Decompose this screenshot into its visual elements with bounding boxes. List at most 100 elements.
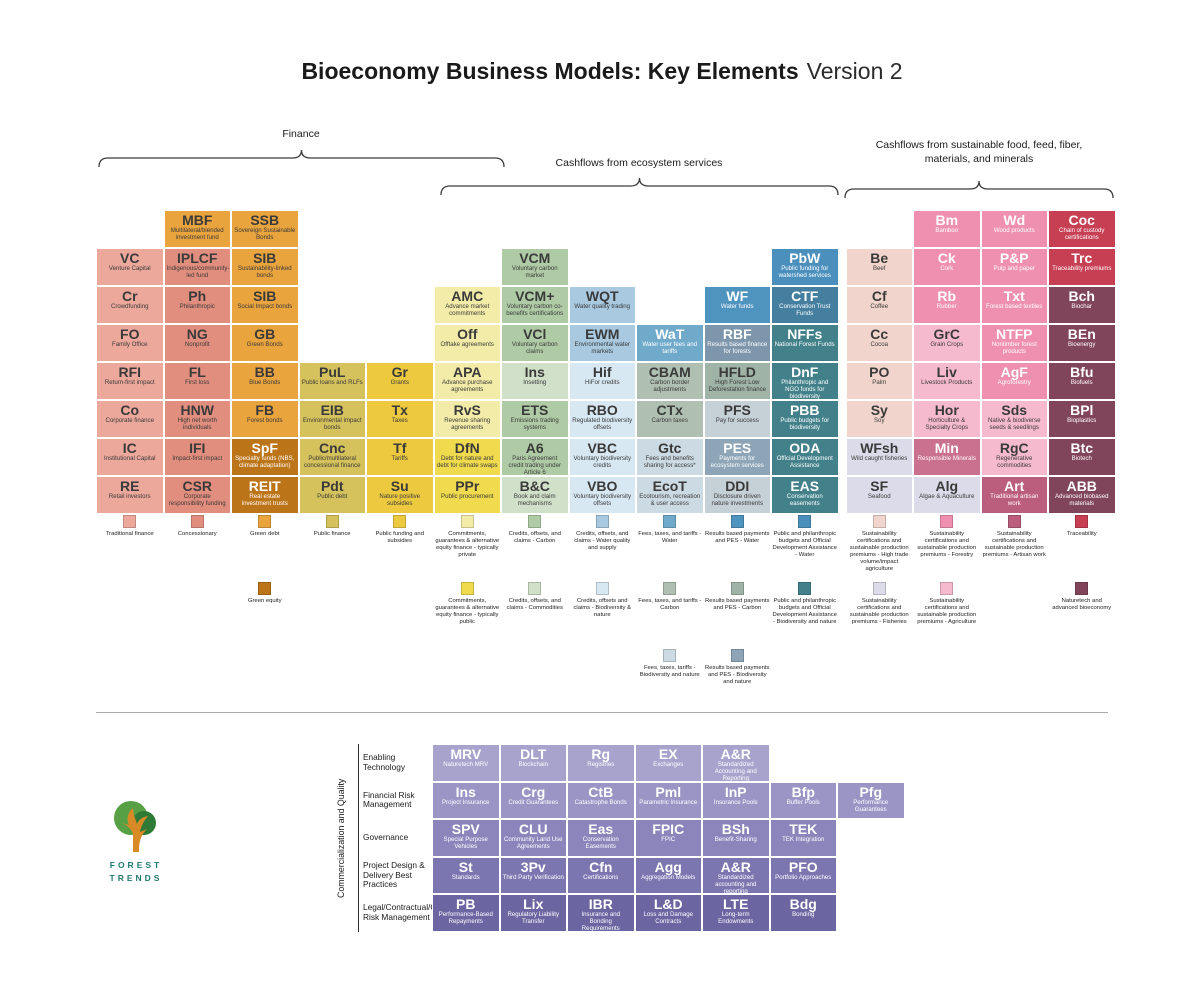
legend-swatch: [730, 515, 744, 528]
tile-label: Regenerative commodities: [996, 455, 1033, 469]
tile-label: Responsible Minerals: [917, 455, 976, 462]
legend-item: Traditional finance: [97, 515, 163, 538]
legend-swatch: [663, 582, 677, 595]
tile-symbol: RgC: [999, 440, 1029, 456]
title-version: Version 2: [806, 58, 903, 84]
tile-symbol: BEn: [1067, 326, 1096, 342]
tile-symbol: Min: [934, 440, 959, 456]
tile-symbol: PFO: [788, 858, 818, 875]
tile-label: Advanced biobased materials: [1054, 493, 1109, 507]
tile-label: Forest bonds: [246, 417, 283, 424]
tile-symbol: PBB: [789, 402, 820, 418]
tile-symbol: Agg: [654, 858, 682, 875]
tile-symbol: ETS: [521, 402, 549, 418]
tile-label: Insurance Pools: [713, 798, 758, 806]
legend-swatch: [460, 582, 474, 595]
legend-swatch: [798, 582, 812, 595]
tile-label: Exchanges: [653, 761, 684, 768]
tile-label: Voluntary biodiversity offsets: [573, 493, 632, 507]
tile-label: Buffer Pools: [786, 798, 820, 806]
tile-symbol: EWM: [585, 326, 620, 342]
tile-symbol: Coc: [1068, 212, 1095, 228]
legend-swatch: [1075, 515, 1089, 528]
tile-symbol: EcoT: [652, 478, 687, 494]
legend-swatch: [872, 582, 886, 595]
legend-swatch: [730, 582, 744, 595]
section-divider: [96, 712, 1108, 713]
tile-symbol: L&D: [653, 896, 683, 913]
tile-symbol: A&R: [720, 746, 751, 762]
tile-label: HiFor credits: [584, 379, 620, 386]
logo-text-line2: TRENDS: [109, 872, 163, 883]
tile-symbol: WQT: [585, 288, 619, 304]
tile-label: Horticulture & Specialty Crops: [925, 417, 969, 431]
legend-item: Credits, offsets and claims - Biodiversi…: [569, 582, 635, 619]
tile-symbol: Txt: [1003, 288, 1025, 304]
tile-symbol: MBF: [182, 212, 213, 228]
tile-label: Catastrophe Bonds: [574, 798, 627, 806]
tile-label: Biotech: [1071, 455, 1092, 462]
tile-symbol: WF: [726, 288, 749, 304]
logo-text-line1: FOREST: [109, 860, 163, 870]
tile-symbol: Bch: [1068, 288, 1095, 304]
legend-item: Sustainability certifications and sustai…: [914, 515, 980, 559]
tile-label: Nontimber forest products: [991, 341, 1037, 355]
tile-label: Venture Capital: [108, 265, 151, 272]
legend-label: Traditional finance: [105, 531, 154, 537]
legend-label: Public finance: [313, 531, 351, 537]
tile-symbol: Eas: [588, 821, 614, 838]
tile-symbol: NTFP: [995, 326, 1033, 342]
legend-swatch: [595, 582, 609, 595]
legend-swatch: [940, 515, 954, 528]
tile-label: Philanthropic and NGO funds for biodiver…: [781, 379, 829, 400]
tile-label: Voluntary carbon co-benefits certificati…: [506, 303, 564, 317]
tile-symbol: PFS: [723, 402, 751, 418]
tile-symbol: 3Pv: [520, 858, 546, 875]
tile-label: Social Impact bonds: [237, 303, 293, 310]
tile-label: Water user fees and tariffs: [642, 341, 698, 355]
tile-symbol: EX: [658, 746, 678, 762]
tile-symbol: Bm: [935, 212, 959, 228]
tile-label: Aggregation Models: [641, 873, 696, 881]
tile-label: Traditional artisan work: [990, 493, 1039, 507]
tile-symbol: HFLD: [718, 364, 756, 380]
tile-symbol: CLU: [518, 821, 548, 838]
legend-item: Concessionary: [164, 515, 230, 538]
tile-symbol: BB: [254, 364, 275, 380]
legend-item: Results based payments and PES - Water: [704, 515, 770, 545]
tile-symbol: Su: [390, 478, 409, 494]
legend-label: Commitments, guarantees & alternative eq…: [435, 598, 500, 625]
tile-symbol: PES: [723, 440, 752, 456]
legend-item: Fees, taxes, and tariffs - Carbon: [637, 582, 703, 612]
tile-symbol: VC: [120, 250, 140, 266]
